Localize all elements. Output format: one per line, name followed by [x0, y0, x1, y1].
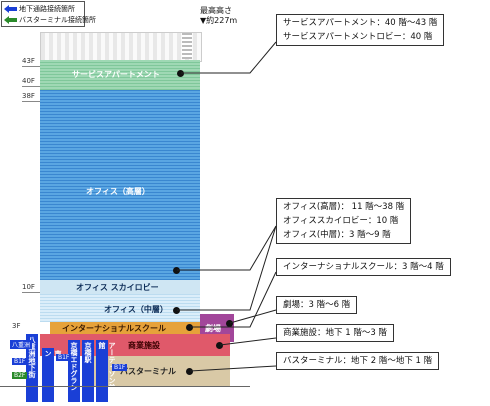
section-office-mid: オフィス（中層）	[40, 294, 200, 322]
theater-dot	[226, 320, 233, 327]
section-office-skylobby: オフィス スカイロビー	[40, 280, 200, 294]
service-apartment-label: サービスアパートメント	[72, 70, 160, 79]
theater-label: 劇場	[205, 324, 221, 333]
callout-office-line2: オフィススカイロビー：10 階	[283, 216, 399, 226]
leader-apartment	[181, 41, 277, 74]
section-international-school: インターナショナルスクール	[50, 322, 200, 334]
b2f-tag: B2F	[12, 372, 28, 379]
max-height-title: 最高高さ	[200, 6, 232, 15]
callout-theater-text: 劇場：3 階〜6 階	[283, 300, 351, 310]
callout-apartment-line2: サービスアパートメントロビー：40 階	[283, 32, 433, 42]
tower-crown	[40, 32, 202, 62]
callout-service-apartment: サービスアパートメント：40 階〜43 階 サービスアパートメントロビー：40 …	[276, 14, 445, 46]
leader-commercial	[219, 337, 277, 346]
floor-38f-line	[22, 101, 40, 102]
floor-43f: 43F	[22, 57, 35, 65]
leader-bus	[189, 365, 277, 372]
section-office-high: オフィス（高層）	[40, 90, 200, 280]
floor-40f: 40F	[22, 77, 35, 85]
callout-commercial-text: 商業施設：地下 1 階〜3 階	[283, 328, 387, 338]
blue-arrow-icon	[4, 4, 17, 13]
legend-row-underground: 地下通路接続箇所	[4, 3, 75, 14]
office-mid-label: オフィス（中層）	[104, 305, 168, 314]
leader-school	[190, 271, 277, 328]
legend-underground-label: 地下通路接続箇所	[19, 4, 75, 13]
callout-bus-text: バスターミナル：地下 2 階〜地下 1 階	[283, 356, 433, 366]
office-mid-dot	[173, 307, 180, 314]
b1f-tag-2: B1F	[56, 354, 72, 361]
floor-10f: 10F	[22, 283, 35, 291]
callout-apartment-line1: サービスアパートメント：40 階〜43 階	[283, 18, 438, 28]
section-service-apartment: サービスアパートメント	[40, 60, 200, 90]
floor-3f: 3F	[12, 322, 21, 330]
tokyo-midtown-label: 東京ミッドタウン	[44, 350, 62, 399]
school-dot	[186, 324, 193, 331]
green-arrow-icon	[4, 15, 17, 24]
office-high-dot	[173, 267, 180, 274]
max-height: 最高高さ ▼約227m	[200, 6, 237, 26]
bus-terminal-label: バスターミナル	[120, 367, 176, 376]
max-height-value: ▼約227m	[200, 16, 238, 25]
office-high-label: オフィス（高層）	[86, 187, 150, 196]
callout-bus: バスターミナル：地下 2 階〜地下 1 階	[276, 352, 440, 370]
leader-office-high	[177, 225, 277, 271]
floor-43f-line	[22, 66, 40, 67]
callout-office: オフィス(高層)： 11 階〜38 階 オフィススカイロビー：10 階 オフィス…	[276, 198, 412, 244]
legend: 地下通路接続箇所 バスターミナル接続箇所	[1, 1, 96, 27]
office-skylobby-label: オフィス スカイロビー	[76, 283, 159, 292]
callout-office-line3: オフィス(中層)：3 階〜9 階	[283, 230, 391, 240]
b1f-tag-3: B1F	[112, 364, 128, 371]
callout-theater: 劇場：3 階〜6 階	[276, 296, 358, 314]
legend-row-bus: バスターミナル接続箇所	[4, 14, 96, 25]
tokyo-midtown-block: 東京ミッドタウン	[42, 348, 62, 402]
bus-terminal-dot	[186, 368, 193, 375]
commercial-label: 商業施設	[128, 341, 160, 350]
yaesu-underground-block: 八重洲地下街	[26, 334, 38, 402]
callout-office-line1: オフィス(高層)： 11 階〜38 階	[283, 202, 405, 212]
section-bus-terminal: バスターミナル	[90, 356, 230, 386]
apartment-dot	[177, 70, 184, 77]
commercial-dot	[216, 342, 223, 349]
leader-theater	[229, 309, 277, 324]
legend-bus-label: バスターミナル接続箇所	[19, 15, 96, 24]
floor-40f-line	[22, 86, 40, 87]
yaesu-underground-label: 八重洲地下街	[28, 336, 36, 378]
floor-10f-line	[22, 292, 40, 293]
callout-school: インターナショナルスクール：3 階〜4 階	[276, 258, 451, 276]
yaesu-arrow-tag: 八重洲	[10, 340, 33, 349]
school-label: インターナショナルスクール	[62, 324, 166, 333]
callout-commercial: 商業施設：地下 1 階〜3 階	[276, 324, 394, 342]
kyobashi-station-label: 京橋駅	[84, 342, 92, 363]
kyobashi-edogran-label: 京橋エドグラン	[70, 342, 78, 391]
ground-line	[0, 386, 250, 387]
crown-vent	[182, 33, 192, 59]
callout-school-text: インターナショナルスクール：3 階〜4 階	[283, 262, 444, 272]
leader-office-mid	[177, 225, 277, 311]
b1f-tag-1: B1F	[12, 358, 28, 365]
floor-38f: 38F	[22, 92, 35, 100]
